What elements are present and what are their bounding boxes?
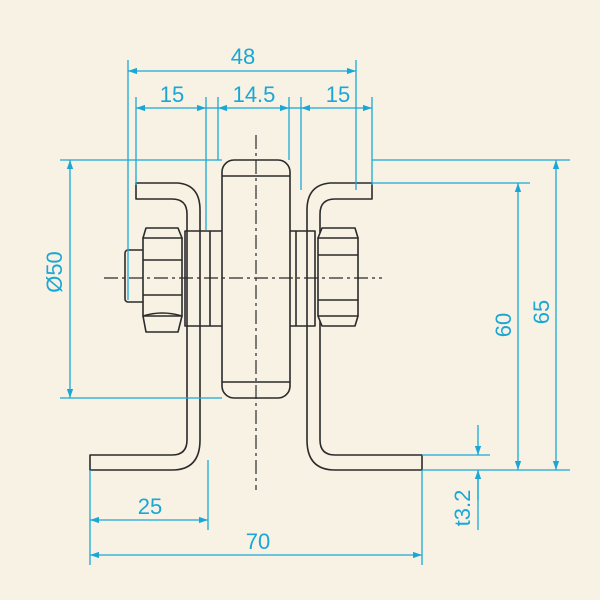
right-nut-assembly	[317, 227, 359, 327]
dim-wheel-width: 14.5	[233, 82, 276, 107]
dim-height-60: 60	[491, 313, 516, 337]
dim-left-bracket-width: 15	[160, 82, 184, 107]
left-nut-assembly	[124, 227, 183, 333]
centerlines	[104, 135, 382, 490]
dimension-lines	[60, 60, 570, 565]
left-bracket	[89, 182, 201, 471]
dim-wheel-diameter: Ø50	[42, 251, 67, 293]
dim-plate-thickness: t3.2	[450, 490, 475, 527]
dim-right-bracket-width: 15	[326, 82, 350, 107]
dim-overall-top-width: 48	[231, 44, 255, 69]
dim-height-65: 65	[529, 300, 554, 324]
dim-foot-width: 25	[138, 494, 162, 519]
dim-overall-base-width: 70	[246, 529, 270, 554]
